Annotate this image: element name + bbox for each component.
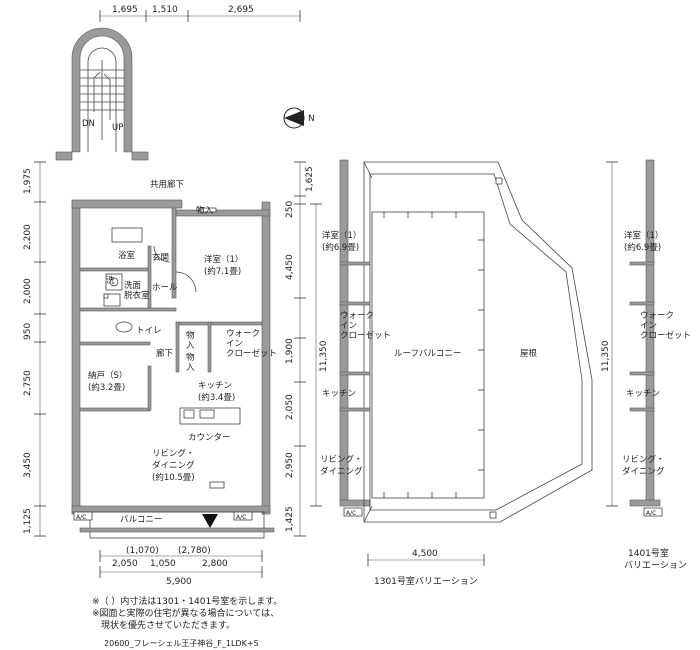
inner-corridor-label: 廊下 <box>156 348 174 359</box>
kitchen-label: キッチン(約3.4畳) <box>198 381 235 403</box>
entrance-storage-label: 物入 <box>196 205 214 216</box>
left-dim-3: 2,000 <box>23 278 33 304</box>
right-dim-5: 2,050 <box>285 394 295 420</box>
ac-unit-right-label: A/C <box>236 514 246 521</box>
bottom-paren-dim-1: (1,070) <box>126 546 159 556</box>
left-dim-1: 1,975 <box>23 168 33 194</box>
right-dim-1: 1,625 <box>305 166 315 192</box>
right-dim-3: 4,450 <box>285 254 295 280</box>
right-dim-2: 250 <box>285 201 295 218</box>
main-right-dimension-line: 1,625 250 4,450 1,900 2,050 2,950 1,425 … <box>285 161 329 537</box>
var1401-bedroom-label: 洋室（1）(約6.9畳) <box>624 230 663 253</box>
nando-label: 納戸（S）(約3.2畳) <box>88 370 127 393</box>
var1301-width-dim: 4,500 <box>412 549 438 559</box>
left-dim-4: 950 <box>23 323 33 340</box>
var1401-walkin-label: ウォークインクローゼット <box>640 311 691 341</box>
north-label: N <box>308 114 315 124</box>
top-dim-1: 1,695 <box>112 5 138 15</box>
washroom-label: 洗面脱衣室 <box>124 280 150 301</box>
stair-up-label: UP <box>112 123 123 133</box>
left-dim-6: 3,450 <box>23 452 33 478</box>
note-line-2: ※図面と実際の住宅が異なる場合については、 <box>92 607 279 619</box>
bedroom1-label: 洋室（1）(約7.1畳) <box>204 254 243 277</box>
var1401-living-label: リビング・ダイニング <box>622 454 665 477</box>
storage2-label: 物入 <box>186 352 195 373</box>
bottom-dim-total: 5,900 <box>166 577 192 587</box>
hall-label: ホール <box>152 283 178 293</box>
balcony-label: バルコニー <box>120 515 162 525</box>
bottom-dim-2: 1,050 <box>150 559 176 569</box>
right-dim-4: 1,900 <box>285 338 295 364</box>
right-dim-7: 1,425 <box>285 506 295 532</box>
living-label: リビング・ダイニング(約10.5畳) <box>152 448 195 483</box>
bottom-dim-3: 2,800 <box>202 559 228 569</box>
drain-marker-icon <box>202 514 218 528</box>
right-dim-6: 2,950 <box>285 452 295 478</box>
left-dim-7: 1,125 <box>23 508 33 534</box>
storage1-label: 物入 <box>186 330 195 351</box>
variation-1301-plan: 洋室（1）(約6.9畳) ウォークインクローゼット キッチン リビング・ダイニン… <box>320 159 593 587</box>
right-dim-total: 11,350 <box>319 340 329 372</box>
var1401-ac-label: A/C <box>646 510 656 517</box>
left-dim-5: 2,750 <box>23 370 33 396</box>
bottom-dimension-lines: (1,070) (2,780) 2,050 1,050 2,800 5,900 <box>99 546 263 587</box>
toilet-label: トイレ <box>136 326 162 336</box>
bottom-paren-dim-2: (2,780) <box>178 546 211 556</box>
var1401-height-dim: 11,350 <box>601 340 611 372</box>
washer-label: 洗 <box>106 275 115 286</box>
stair-tower: DN UP <box>55 27 149 161</box>
main-unit-plan: 物入 浴室 玄関 ホール 洗 洗面脱衣室 トイレ 洋室（1）(約7.1畳) 物入… <box>71 199 277 539</box>
var1301-roof-label: 屋根 <box>520 348 538 359</box>
genkan-label: 玄関 <box>152 252 169 263</box>
note-line-1: ※（ ）内寸法は1301・1401号室を示します。 <box>92 595 282 607</box>
var1301-ac-label: A/C <box>346 510 356 517</box>
var1301-roof-balcony-label: ルーフバルコニー <box>394 349 461 359</box>
top-dimension-line: 1,695 1,510 2,695 <box>99 5 301 22</box>
var1401-caption: 1401号室バリエーション <box>624 547 687 571</box>
footer-file-label: 20600_フレーシェル王子神谷_F_1LDK+S <box>104 638 259 648</box>
var1301-walkin-label: ウォークインクローゼット <box>340 311 391 341</box>
var1301-kitchen-label: キッチン <box>322 389 356 399</box>
bottom-dim-1: 2,050 <box>112 559 138 569</box>
var1301-living-label: リビング・ダイニング <box>320 454 363 477</box>
left-dim-2: 2,200 <box>23 224 33 250</box>
counter-label: カウンター <box>188 433 231 443</box>
north-arrow-icon: N <box>283 107 315 129</box>
variation-1401-plan: 11,350 洋室（1）(約6.9畳) ウォークインクローゼット キッチン リビ… <box>601 159 691 571</box>
left-dimension-line: 1,975 2,200 2,000 950 2,750 3,450 1,125 <box>23 161 46 537</box>
top-dim-3: 2,695 <box>228 5 254 15</box>
var1401-kitchen-label: キッチン <box>626 389 660 399</box>
note-line-3: 現状を優先させていただきます。 <box>92 619 235 631</box>
stair-dn-label: DN <box>82 119 95 129</box>
walkin-closet-label: ウォークインクローゼット <box>226 329 277 359</box>
common-corridor-label: 共用廊下 <box>150 179 185 190</box>
notes: ※（ ）内寸法は1301・1401号室を示します。 ※図面と実際の住宅が異なる場… <box>92 595 282 631</box>
var1301-bedroom-label: 洋室（1）(約6.9畳) <box>322 230 361 253</box>
top-dim-2: 1,510 <box>152 5 178 15</box>
bath-label: 浴室 <box>118 250 136 261</box>
ac-unit-left-label: A/C <box>76 514 86 521</box>
var1301-caption: 1301号室バリエーション <box>374 575 478 587</box>
